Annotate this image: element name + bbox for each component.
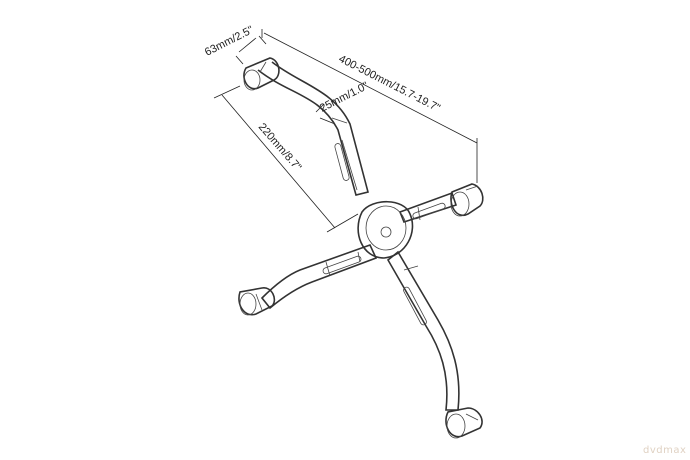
dim-label-width: 400-500mm/15.7-19.7" [337,53,442,115]
watermark: dvdmax [643,445,686,456]
arm-lower-left [260,244,378,310]
arm-lower-right [386,250,460,411]
arm-upper-right [398,191,458,223]
dim-label-height: 220mm/8.7" [256,121,304,173]
center-hub [357,201,414,259]
clamp-lower-left [238,287,276,316]
clamp-right [450,183,484,217]
clamp-lower-right [445,407,483,439]
dim-label-arm-width: 25mm/1.0" [318,80,371,115]
clamp-upper-left [243,57,280,91]
dim-label-clamp: 63mm/2.5" [203,24,256,59]
dimension-lines [213,29,478,233]
arm-upper-left [257,61,369,196]
